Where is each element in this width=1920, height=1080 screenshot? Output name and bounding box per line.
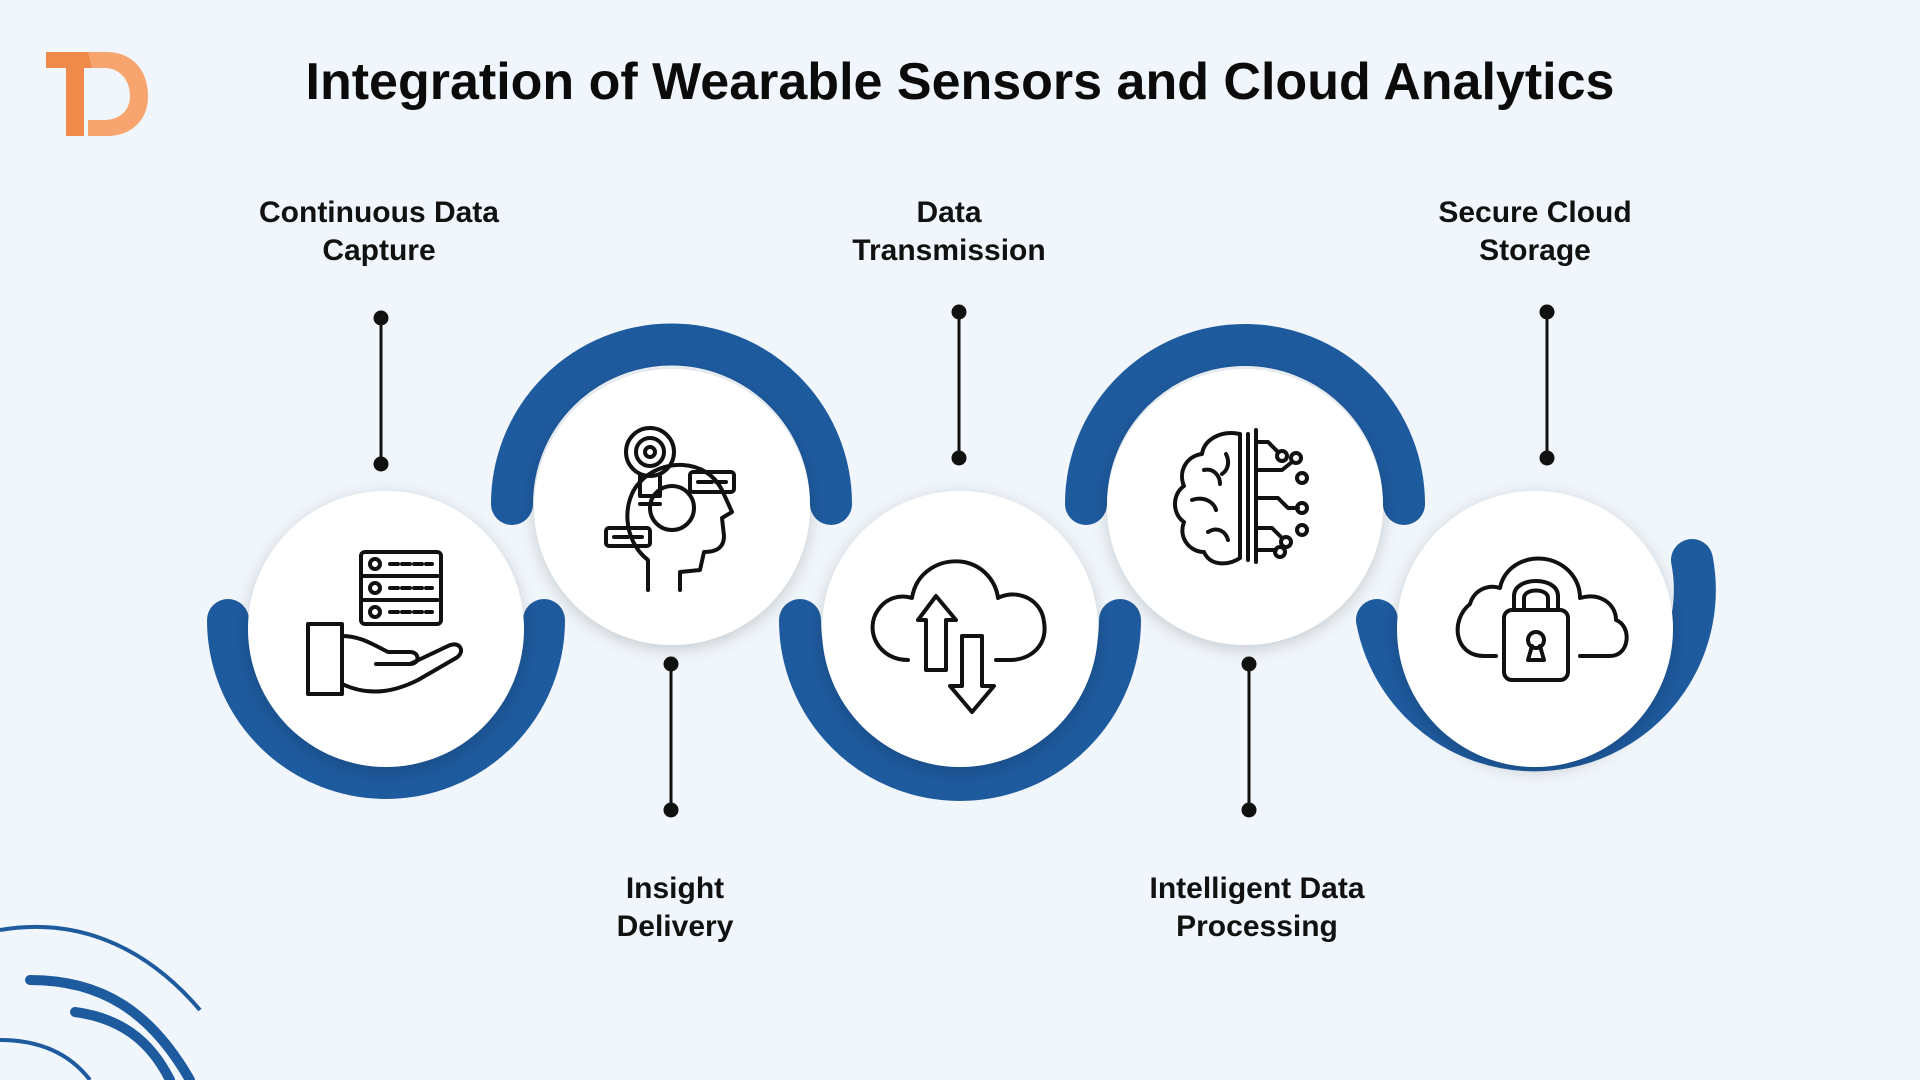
connector-pins xyxy=(373,304,1555,818)
ring-arc-1 xyxy=(207,599,565,799)
decorative-swooshes xyxy=(0,924,202,1080)
step-circle-3 xyxy=(822,491,1098,767)
ring-arc-2 xyxy=(491,323,852,525)
connector-rings xyxy=(207,323,1716,801)
head-lightbulb-icon xyxy=(604,426,736,592)
hand-server-icon xyxy=(306,550,464,696)
company-logo xyxy=(46,52,148,136)
step-circle-1 xyxy=(248,491,524,767)
step-circle-5 xyxy=(1397,491,1673,767)
cloud-upload-download-icon xyxy=(870,559,1047,714)
step-circle-4 xyxy=(1107,369,1383,645)
ring-arc-4 xyxy=(1065,324,1425,525)
brain-circuit-icon xyxy=(1173,428,1309,566)
cloud-lock-icon xyxy=(1455,556,1629,682)
page-title: Integration of Wearable Sensors and Clou… xyxy=(305,53,1615,111)
ring-arc-3 xyxy=(779,599,1141,801)
step-circle-2 xyxy=(534,369,810,645)
